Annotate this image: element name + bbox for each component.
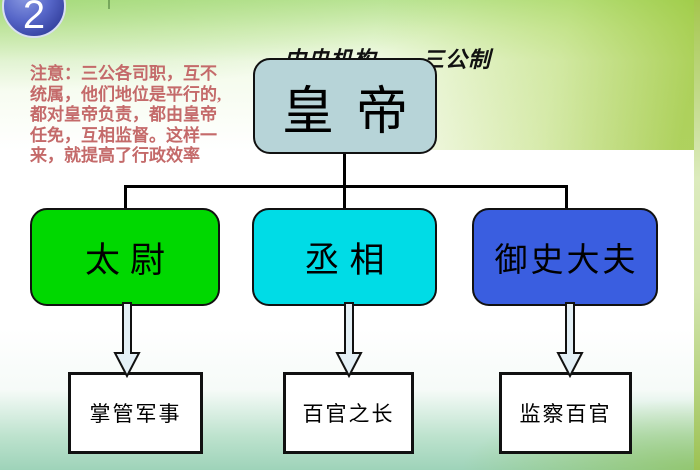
connector-drop-middle xyxy=(343,185,346,210)
node-yushidafu: 御史大夫 xyxy=(472,208,658,306)
desc-box-military: 掌管军事 xyxy=(68,372,203,454)
node-taiwei: 太尉 xyxy=(30,208,220,306)
connector-horizontal xyxy=(124,185,568,188)
slide-number-badge: 2 xyxy=(2,0,66,38)
desc-military-label: 掌管军事 xyxy=(89,402,182,426)
desc-officials-head-label: 百官之长 xyxy=(302,402,395,426)
slide-number: 2 xyxy=(22,0,46,37)
down-arrow-middle xyxy=(335,302,363,378)
down-arrow-right xyxy=(556,302,584,378)
desc-box-officials-head: 百官之长 xyxy=(283,372,414,454)
desc-box-supervision: 监察百官 xyxy=(499,372,632,454)
down-arrow-left xyxy=(113,302,141,378)
background-artifact-line xyxy=(108,0,110,9)
node-emperor: 皇帝 xyxy=(253,58,437,154)
node-chengxiang-label: 丞相 xyxy=(304,240,395,280)
node-emperor-label: 皇帝 xyxy=(281,83,430,141)
node-yushidafu-label: 御史大夫 xyxy=(494,243,639,279)
node-taiwei-label: 太尉 xyxy=(84,240,175,280)
connector-drop-left xyxy=(124,185,127,210)
node-chengxiang: 丞相 xyxy=(252,208,437,306)
background-right-edge-band xyxy=(694,0,700,470)
connector-drop-right xyxy=(565,185,568,210)
connector-trunk xyxy=(343,152,346,188)
note-text: 注意：三公各司职，互不 统属，他们地位是平行的, 都对皇帝负责，都由皇帝 任免，… xyxy=(30,64,222,165)
desc-supervision-label: 监察百官 xyxy=(519,402,612,426)
